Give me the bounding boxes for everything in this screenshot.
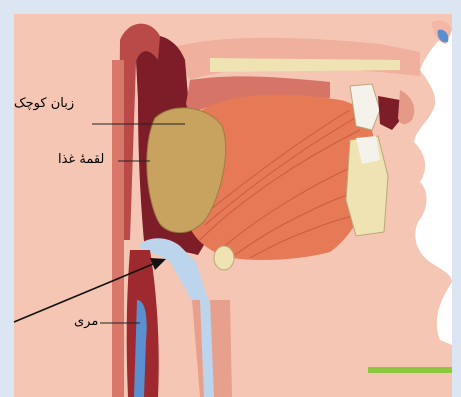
hyoid-bone	[214, 246, 234, 270]
label-food-bolus: لقمهٔ غذا	[58, 152, 104, 167]
accent-bar	[368, 367, 452, 373]
label-esophagus: مری	[74, 314, 98, 329]
spine-edge	[112, 60, 124, 397]
hard-palate-bone	[210, 58, 400, 72]
label-uvula: زبان کوچک	[14, 96, 74, 111]
